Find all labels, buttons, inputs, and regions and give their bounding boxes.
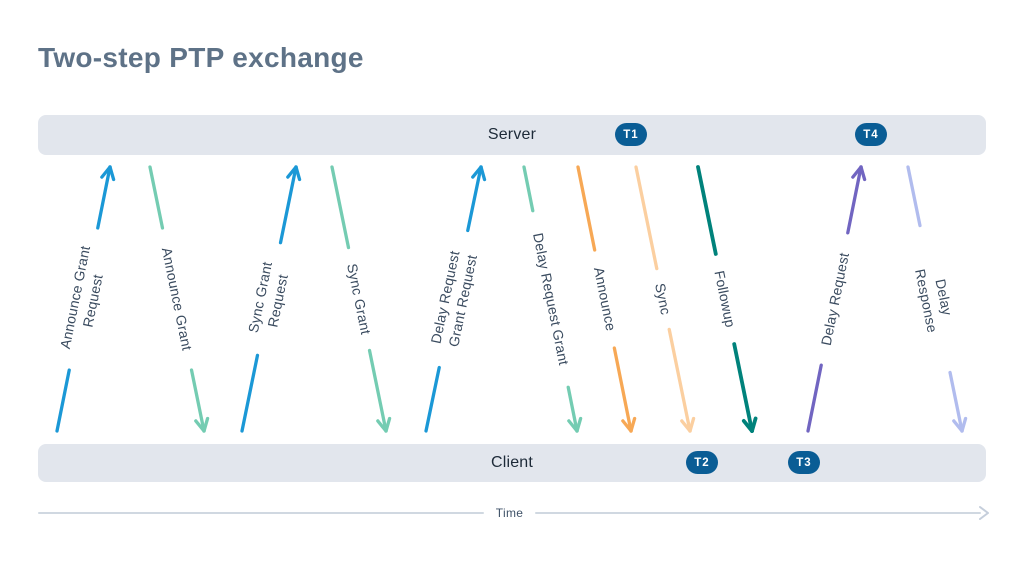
server-lane: Server T1 T4 — [38, 115, 986, 155]
server-lane-label: Server — [487, 126, 537, 143]
arrow-label-delay-request-grant: Delay Request Grant — [529, 231, 572, 367]
arrow-label-sync-grant-request: Sync Grant Request — [244, 260, 292, 335]
arrow-label-sync-grant: Sync Grant — [344, 262, 375, 336]
page-title: Two-step PTP exchange — [38, 42, 364, 73]
timestamp-badge-t3: T3 — [788, 451, 820, 474]
time-axis: Time — [38, 504, 990, 522]
client-lane-label: Client — [490, 454, 534, 471]
timestamp-badge-t1: T1 — [615, 123, 647, 146]
arrow-label-announce-grant-request: Announce Grant Request — [56, 244, 106, 351]
client-lane: Client T2 T3 — [38, 444, 986, 482]
time-axis-label: Time — [495, 506, 524, 520]
arrow-label-delay-request: Delay Request — [817, 251, 852, 347]
arrow-label-delay-request-grant-request: Delay Request Grant Request — [427, 249, 480, 349]
timestamp-badge-t2: T2 — [686, 451, 718, 474]
arrow-label-announce: Announce — [590, 265, 619, 333]
time-axis-line-right — [535, 512, 982, 514]
arrow-label-delay-response: Delay Response — [911, 267, 956, 335]
timestamp-badge-t4: T4 — [855, 123, 887, 146]
time-axis-arrowhead-icon — [979, 506, 990, 520]
arrow-label-sync: Sync — [652, 281, 675, 317]
arrow-label-announce-grant: Announce Grant — [158, 246, 196, 352]
time-axis-line-left — [38, 512, 484, 514]
arrow-label-followup: Followup — [711, 269, 739, 329]
